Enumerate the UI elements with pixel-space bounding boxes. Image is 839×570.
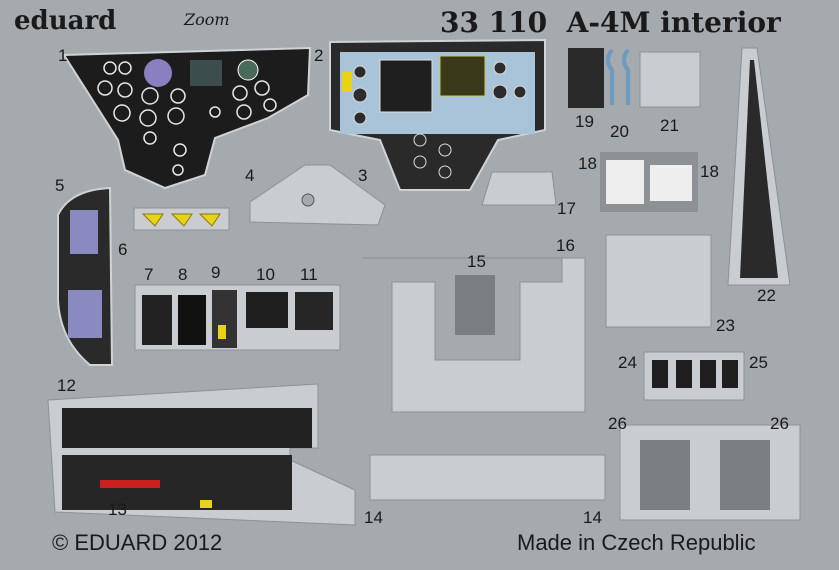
part-3-4-frame xyxy=(249,164,386,226)
part-label-26a: 26 xyxy=(608,414,627,433)
part-label-15: 15 xyxy=(467,252,486,271)
origin-text: Made in Czech Republic xyxy=(517,530,756,555)
part-label-22: 22 xyxy=(757,286,776,305)
set-number: 33 110 xyxy=(440,6,548,39)
part-label-21: 21 xyxy=(660,116,679,135)
part-label-13: 13 xyxy=(108,500,127,519)
part-2-console xyxy=(329,38,546,191)
set-name: A-4M interior xyxy=(566,6,781,39)
part-23 xyxy=(605,234,712,328)
set-title: 33 110 A-4M interior xyxy=(440,6,781,39)
part-1-instrument-panel xyxy=(62,46,312,190)
copyright-text: © EDUARD 2012 xyxy=(52,530,223,555)
part-label-12: 12 xyxy=(57,376,76,395)
part-label-18a: 18 xyxy=(578,154,597,173)
part-label-4: 4 xyxy=(245,166,255,185)
zoom-logo: Zoom xyxy=(184,10,230,29)
part-label-10: 10 xyxy=(256,265,275,284)
part-16-floor xyxy=(362,257,586,413)
part-label-2: 2 xyxy=(314,46,324,65)
part-label-23: 23 xyxy=(716,316,735,335)
part-label-8: 8 xyxy=(178,265,188,284)
part-label-19: 19 xyxy=(575,112,594,131)
brand-logo: eduard xyxy=(14,6,117,36)
yellow-handles xyxy=(133,207,230,231)
part-label-9: 9 xyxy=(211,263,221,282)
part-14 xyxy=(369,454,606,501)
part-label-11: 11 xyxy=(300,265,318,284)
part-label-14b: 14 xyxy=(583,508,602,527)
part-label-14a: 14 xyxy=(364,508,383,527)
part-label-7: 7 xyxy=(144,265,154,284)
part-label-5: 5 xyxy=(55,176,65,195)
part-17 xyxy=(481,171,557,206)
part-label-17: 17 xyxy=(557,199,576,218)
part-label-25: 25 xyxy=(749,353,768,372)
parts-7-11 xyxy=(134,284,341,351)
part-label-20: 20 xyxy=(610,122,629,141)
part-label-24: 24 xyxy=(618,353,637,372)
part-label-6: 6 xyxy=(118,240,128,259)
part-label-3: 3 xyxy=(358,166,368,185)
part-21 xyxy=(639,51,701,108)
part-label-16: 16 xyxy=(556,236,575,255)
part-label-26b: 26 xyxy=(770,414,789,433)
part-label-18b: 18 xyxy=(700,162,719,181)
part-label-1: 1 xyxy=(58,46,68,65)
part-19 xyxy=(568,48,604,108)
